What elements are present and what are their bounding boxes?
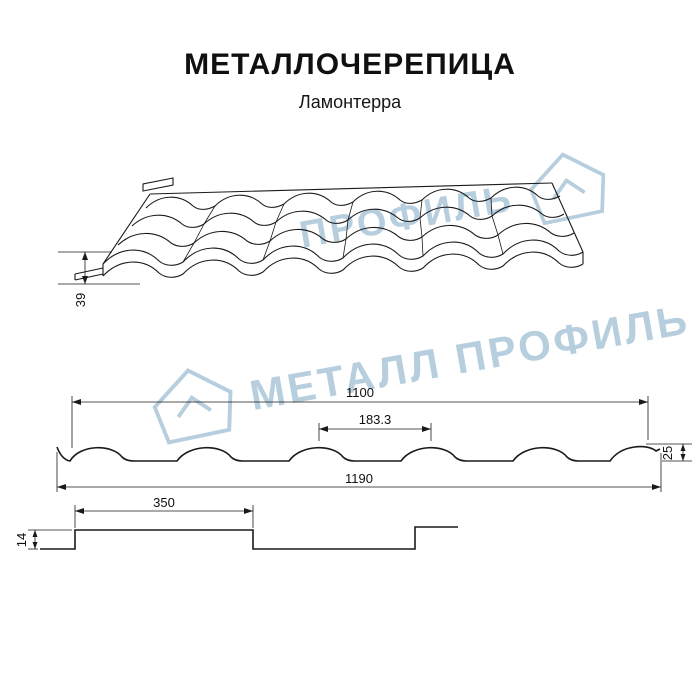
cross-section-profile: 1100 183.3 25 [56,385,692,492]
dim-25-label: 25 [660,446,675,460]
dim-350 [74,505,254,528]
dim-1100-label: 1100 [346,385,374,400]
page-title: МЕТАЛЛОЧЕРЕПИЦА [184,48,516,81]
edge-flange [74,267,104,281]
dim-25 [646,443,692,462]
tile-row [145,186,561,210]
dim-39-label: 39 [73,293,88,307]
profile-curve [56,445,661,462]
mounting-tab [142,177,174,192]
sheet-top-edge [149,182,553,195]
perspective-view [74,177,584,281]
dim-183 [318,423,432,441]
dim-183-label: 183.3 [359,412,392,427]
dim-14-label: 14 [14,533,29,547]
sheet-left-edge [102,193,151,265]
dim-1190-label: 1190 [345,471,373,486]
step-profile-curve [40,526,458,550]
page-subtitle: Ламонтерра [298,92,402,112]
dim-350-label: 350 [153,495,175,510]
front-edge-bottom [102,251,584,278]
dim-39 [58,251,140,285]
longitudinal-step-profile: 350 14 [14,495,458,550]
front-edge-top [102,239,584,266]
header: МЕТАЛЛОЧЕРЕПИЦА Ламонтерра [0,48,700,113]
tile-step-seams [182,197,504,263]
dim-14 [28,529,72,550]
dim-1190 [56,452,662,492]
